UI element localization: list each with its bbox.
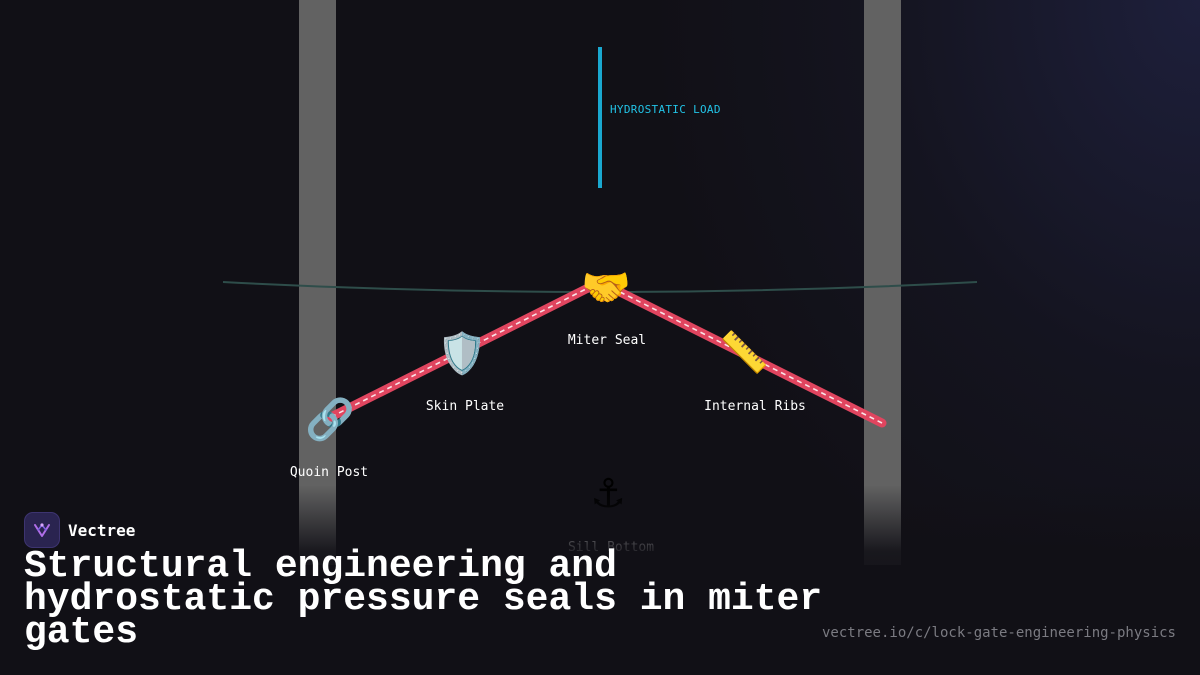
gate-leaf-right	[615, 287, 887, 428]
hydrostatic-load-label: HYDROSTATIC LOAD	[610, 103, 721, 116]
node-label-miter-seal: Miter Seal	[567, 333, 647, 348]
lock-wall-left	[299, 0, 336, 565]
node-label-quoin-post: Quoin Post	[289, 465, 369, 480]
anchor-icon: ⚓	[590, 471, 626, 517]
shield-icon: 🛡️	[437, 331, 487, 377]
node-label-internal-ribs: Internal Ribs	[704, 399, 806, 414]
link-icon: 🔗	[305, 397, 355, 443]
ruler-icon: 📏	[719, 330, 769, 376]
page-title: Structural engineering and hydrostatic p…	[24, 545, 823, 654]
brand[interactable]: Vectree	[24, 512, 135, 548]
vectree-logo-icon	[24, 512, 60, 548]
water-surface-line	[222, 281, 978, 293]
node-label-skin-plate: Skin Plate	[425, 399, 505, 414]
handshake-icon: 🤝	[581, 265, 631, 311]
lock-wall-right	[864, 0, 901, 565]
brand-name: Vectree	[68, 520, 136, 540]
gate-leaf-left	[326, 282, 595, 422]
source-url[interactable]: vectree.io/c/lock-gate-engineering-physi…	[821, 625, 1176, 641]
